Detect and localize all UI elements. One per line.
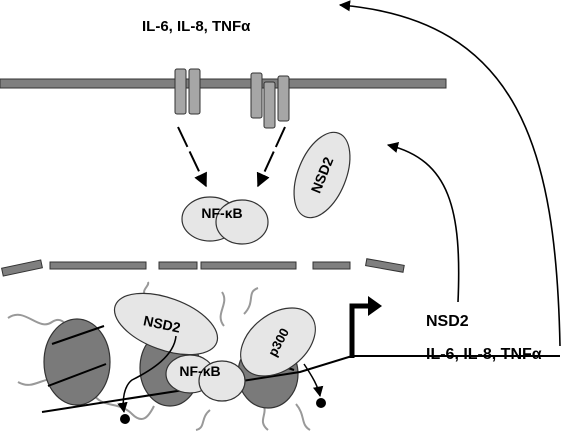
nfkb-nucleus: NF-κB [165,354,246,402]
nsd2-nucleus: NSD2 [113,292,219,356]
nucleosome-1 [43,318,111,406]
receptor-1 [174,68,201,115]
cell-membrane [0,78,447,89]
receptor2-to-nfkb-arrow [256,126,286,188]
linker-dna-line [41,355,560,413]
nfkb-cytoplasm: NF-κB [181,196,269,245]
nsd2-cytoplasm: NSD2 [293,131,351,219]
nsd2-methylation-arrow [117,335,177,414]
cytokine-feedback-arrow [338,0,561,347]
transcription-start-icon [349,303,372,358]
p300: p300 [240,307,316,377]
nsd2-output-label: NSD2 [426,313,469,330]
nfkb-nucleus-label: NF-κB [179,363,220,379]
nuclear-membrane [1,258,405,277]
nfkb-cytoplasm-label: NF-κB [201,205,242,221]
methylation-mark-icon [120,414,130,424]
p300-acetylation-arrow [303,363,324,398]
cytokines-output-label: IL-6, IL-8, TNFα [426,346,542,363]
nsd2-feedback-arrow [386,141,460,303]
transcription-arrowhead-icon [368,296,382,316]
receptor-2 [250,72,290,129]
receptor1-to-nfkb-arrow [177,126,207,188]
nsd2-nucleus-label: NSD2 [142,312,182,335]
cytokines-top-label: IL-6, IL-8, TNFα [142,18,251,35]
acetylation-mark-icon [316,398,326,408]
